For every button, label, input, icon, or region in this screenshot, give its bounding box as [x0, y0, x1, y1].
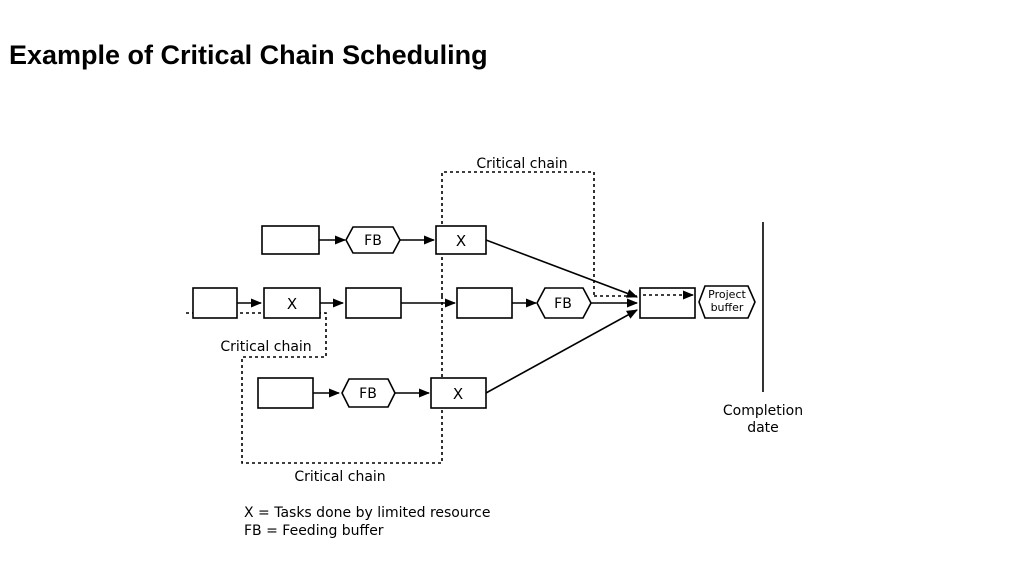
row2-x-label: X: [287, 295, 297, 313]
critical-chain-label-top: Critical chain: [476, 156, 567, 172]
row3-x-label: X: [453, 385, 463, 403]
row2-task-box-4: [456, 287, 513, 319]
row3-to-final-arrow: [485, 309, 638, 394]
project-buffer-label-line2: buffer: [711, 301, 744, 314]
row1-limited-task-box: [435, 225, 487, 255]
completion-label-line1: Completion: [723, 403, 803, 419]
critical-chain-lower-outline: [186, 296, 443, 464]
row2-task-box-1: [192, 287, 238, 319]
legend-x-definition: X = Tasks done by limited resource: [244, 505, 491, 521]
row1-x-label: X: [456, 232, 466, 250]
row3-fb-label: FB: [359, 386, 377, 402]
critical-chain-label-bottom: Critical chain: [294, 469, 385, 485]
row3-feeding-buffer: [341, 378, 396, 408]
row2-fb-label: FB: [554, 296, 572, 312]
final-task-box: [639, 287, 696, 319]
completion-label-line2: date: [747, 420, 779, 436]
row1-feeding-buffer: [345, 226, 401, 254]
legend-fb-definition: FB = Feeding buffer: [244, 523, 384, 539]
project-buffer-label-line1: Project: [708, 288, 746, 301]
row2-feeding-buffer: [536, 287, 592, 319]
row1-task-box: [261, 225, 320, 255]
row1-fb-label: FB: [364, 233, 382, 249]
row1-to-final-arrow: [485, 239, 639, 298]
project-buffer: [698, 285, 756, 319]
row3-limited-task-box: [430, 377, 487, 409]
page-title: Example of Critical Chain Scheduling: [9, 40, 488, 70]
critical-chain-label-left: Critical chain: [220, 339, 311, 355]
row2-task-box-3: [345, 287, 402, 319]
row3-task-box: [257, 377, 314, 409]
